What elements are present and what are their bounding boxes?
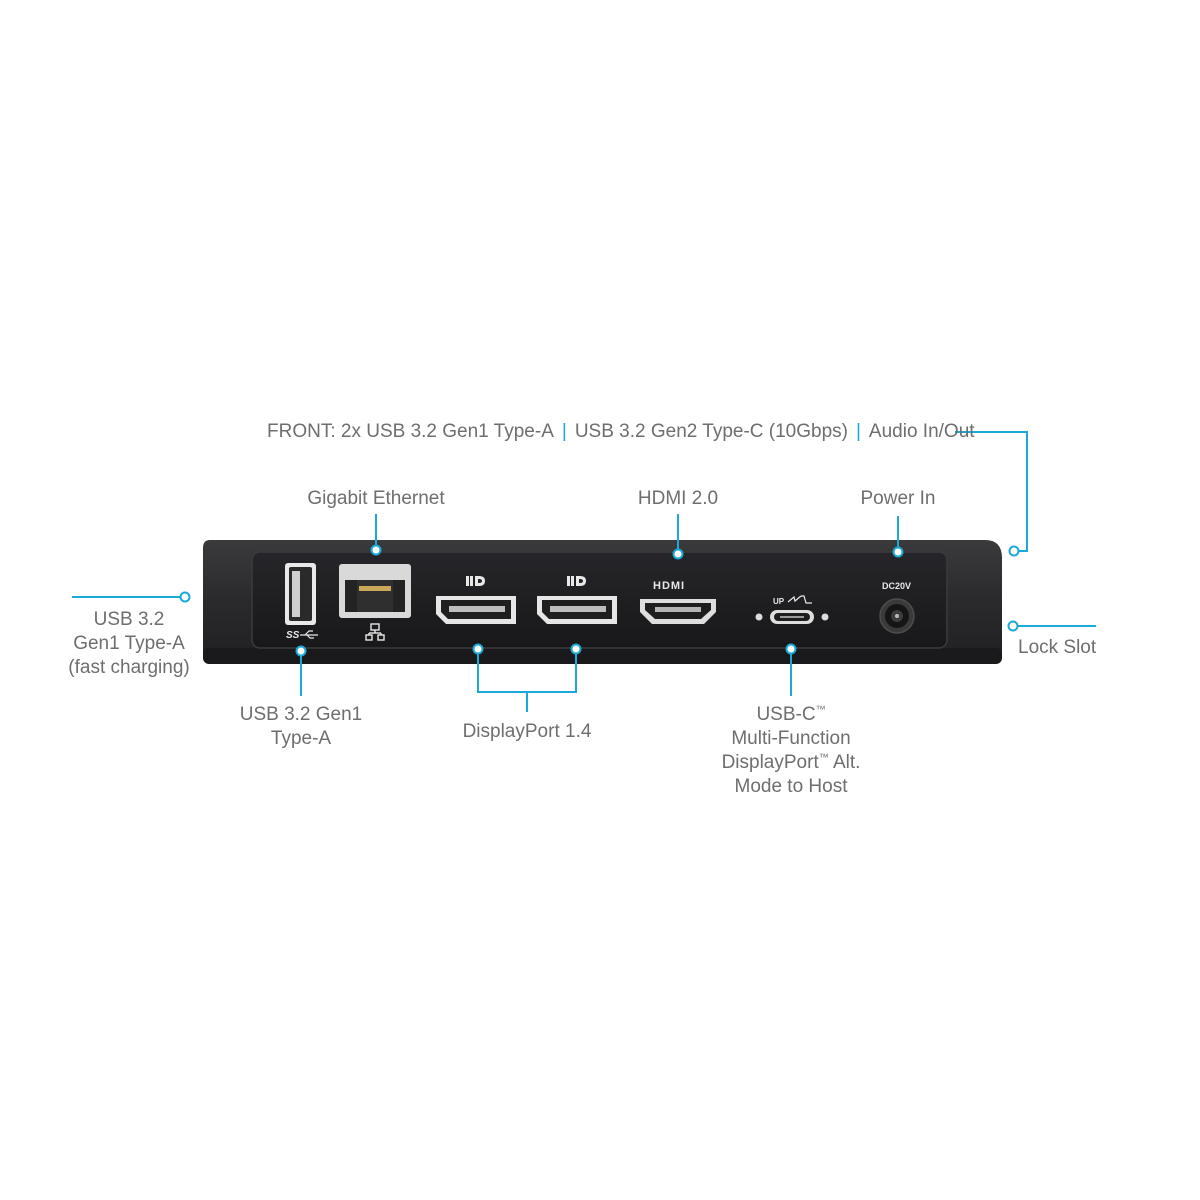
- front-label-separator-2: |: [855, 421, 861, 442]
- front-callout-line: [955, 431, 1028, 552]
- hdmi-logo: HDMI: [653, 580, 685, 592]
- usb-c-callout-dot: [785, 643, 797, 655]
- hdmi-port: [640, 599, 716, 624]
- front-label-part-2: USB 3.2 Gen2 Type-C (10Gbps): [574, 421, 848, 442]
- usb-a-port: [285, 563, 316, 625]
- front-label-part-3: Audio In/Out: [868, 421, 975, 442]
- displayport-2-logo: [567, 576, 586, 586]
- usb-fast-charging-line-1: USB 3.2: [93, 609, 165, 630]
- usb-c-port: [755, 610, 829, 624]
- usb-c-host-line-3: DisplayPort™ Alt.: [721, 752, 861, 773]
- gigabit-ethernet-label: Gigabit Ethernet: [307, 488, 445, 509]
- ethernet-callout-dot: [370, 544, 382, 556]
- front-callout-dot: [1008, 545, 1020, 557]
- usb-fast-charging-line-2: Gen1 Type-A: [73, 633, 185, 654]
- hdmi-label: HDMI 2.0: [637, 488, 719, 509]
- power-in-label: Power In: [860, 488, 936, 509]
- usb-c-host-line-4: Mode to Host: [734, 776, 848, 797]
- lock-callout-dot: [1007, 620, 1019, 632]
- laptop-charge-icon: [787, 595, 812, 604]
- usb-trident-icon: [300, 630, 318, 639]
- usb-gen1-line-1: USB 3.2 Gen1: [239, 704, 363, 725]
- usb-c-host-line-1: USB-C™: [756, 704, 826, 725]
- front-label-part-1: FRONT: 2x USB 3.2 Gen1 Type-A: [267, 421, 554, 442]
- hdmi-callout-dot: [672, 548, 684, 560]
- dc-power-port: [879, 598, 915, 634]
- usb-ss-logo: SS: [286, 630, 300, 641]
- usb-gen1-label: USB 3.2 Gen1 Type-A: [240, 703, 363, 751]
- displayport-1: [436, 596, 516, 624]
- usb-c-host-label: USB-C™ Multi-Function DisplayPort™ Alt. …: [722, 703, 861, 799]
- displayport-label: DisplayPort 1.4: [462, 721, 592, 742]
- ethernet-port: [339, 564, 411, 618]
- power-callout-dot: [892, 546, 904, 558]
- dc-marking: DC20V: [882, 581, 911, 591]
- front-ports-label: FRONT: 2x USB 3.2 Gen1 Type-A | USB 3.2 Ge…: [267, 420, 975, 444]
- usb-fast-callout-dot: [179, 591, 191, 603]
- usb-c-host-line-2: Multi-Function: [731, 728, 851, 749]
- usb-gen1-callout-dot: [295, 645, 307, 657]
- callout-lines: [72, 431, 1096, 712]
- callout-dots: [179, 544, 1020, 657]
- lock-slot-label: Lock Slot: [1018, 637, 1097, 658]
- usb-gen1-line-2: Type-A: [270, 728, 332, 749]
- front-label-separator-1: |: [561, 421, 567, 442]
- up-marking: UP: [773, 597, 785, 606]
- displayport-2: [537, 596, 617, 624]
- displayport-1-callout-dot: [472, 643, 484, 655]
- network-icon: [365, 623, 385, 641]
- usb-fast-charging-line-3: (fast charging): [68, 657, 190, 678]
- displayport-1-logo: [466, 576, 485, 586]
- displayport-2-callout-dot: [570, 643, 582, 655]
- usb-fast-charging-label: USB 3.2 Gen1 Type-A (fast charging): [68, 608, 189, 680]
